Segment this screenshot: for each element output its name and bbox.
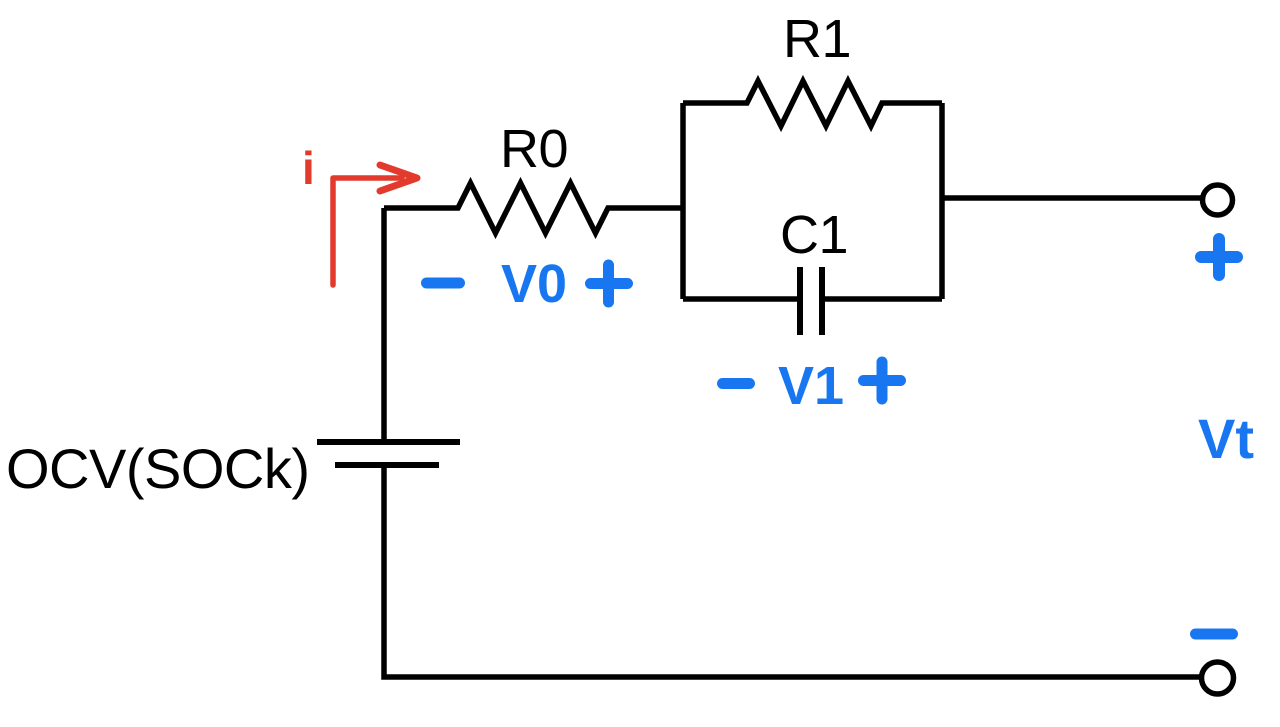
minus-icon xyxy=(717,378,755,389)
v0-annotation: V0 xyxy=(421,254,633,314)
minus-icon xyxy=(1190,628,1238,640)
resistor-r0-label: R0 xyxy=(500,119,568,179)
wire-bottom-return xyxy=(381,465,1201,680)
v1-label: V1 xyxy=(778,356,844,416)
v0-label: V0 xyxy=(501,254,567,314)
vt-label: Vt xyxy=(1198,407,1254,470)
terminal-circle-icon xyxy=(1198,659,1237,697)
plus-icon xyxy=(585,259,633,308)
resistor-r1-label: R1 xyxy=(783,9,851,69)
resistor-r0 xyxy=(384,176,683,240)
current-arrow-head xyxy=(376,161,421,195)
current-arrow-shaft xyxy=(330,175,405,288)
capacitor-c1-label: C1 xyxy=(780,205,848,265)
capacitor-c1 xyxy=(797,267,825,335)
resistor-r1 xyxy=(683,74,942,133)
battery-source xyxy=(317,439,460,468)
current-label: i xyxy=(302,142,315,194)
terminal-circle-icon xyxy=(1199,182,1236,218)
plus-icon xyxy=(858,356,906,405)
rc-parallel-branch xyxy=(680,74,945,335)
terminal-voltage-annotation: Vt xyxy=(1190,233,1254,640)
plus-icon xyxy=(1195,233,1243,281)
current-arrow-icon xyxy=(330,161,421,288)
v1-annotation: V1 xyxy=(717,356,906,416)
source-label: OCV(SOCk) xyxy=(6,437,310,500)
minus-icon xyxy=(421,277,465,289)
